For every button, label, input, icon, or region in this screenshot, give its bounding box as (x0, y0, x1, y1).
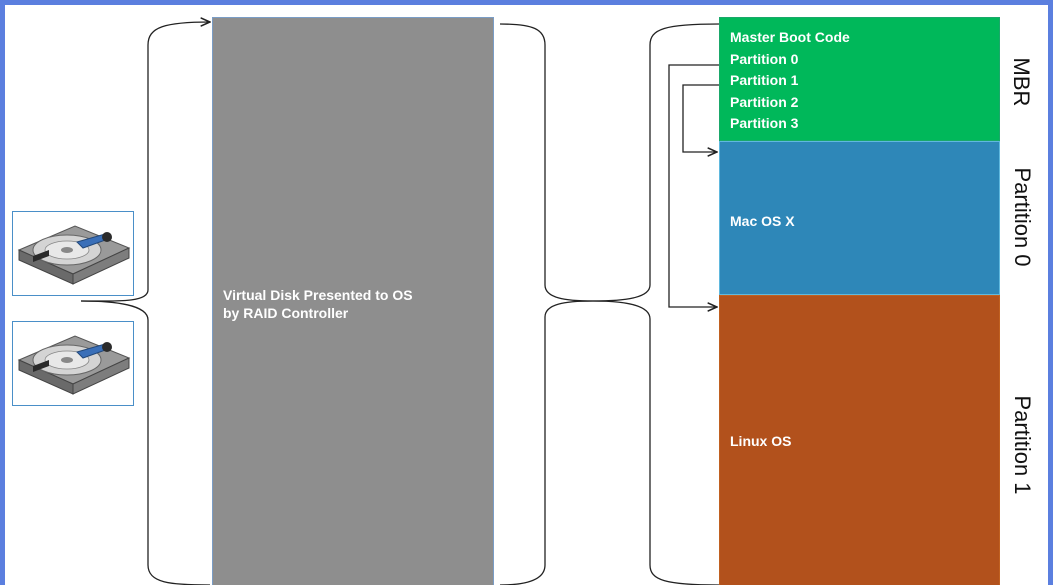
virtual-disk: Virtual Disk Presented to OS by RAID Con… (212, 17, 494, 585)
left-brace-lower (80, 300, 211, 585)
vdisk-brace-top (499, 23, 594, 302)
mbr-entry-list: Master Boot Code Partition 0 Partition 1… (720, 18, 999, 135)
virtual-disk-label-line2: by RAID Controller (223, 305, 349, 321)
hard-drive-2 (12, 321, 134, 406)
connector-lines (80, 5, 720, 585)
mbr-entry-master-boot-code: Master Boot Code (730, 29, 850, 45)
mbr-entry-partition-1: Partition 1 (730, 72, 799, 88)
mbr-side-label: MBR (1009, 57, 1034, 107)
partition-1-side-label: Partition 1 (1010, 395, 1035, 495)
hard-drive-icon (17, 335, 131, 395)
vdisk-brace-bottom (499, 300, 594, 585)
pointer-partition0 (668, 64, 719, 307)
virtual-disk-label-line1: Virtual Disk Presented to OS (223, 287, 413, 303)
left-brace (80, 22, 210, 302)
pointer-partition1 (682, 84, 719, 152)
mbr-entry-partition-2: Partition 2 (730, 93, 799, 110)
hard-drive-icon (17, 225, 131, 285)
layout-brace-bottom (592, 300, 720, 585)
mbr-entry-partition-0: Partition 0 (730, 50, 799, 67)
partition-1-block: Linux OS (719, 295, 1000, 585)
hard-drive-1 (12, 211, 134, 296)
partition-1-os-label: Linux OS (730, 433, 792, 449)
partition-0-side-label: Partition 0 (1010, 167, 1035, 267)
virtual-disk-label: Virtual Disk Presented to OS by RAID Con… (223, 286, 413, 322)
mbr-entry-partition-3: Partition 3 (730, 115, 799, 131)
partition-0-os-label: Mac OS X (730, 213, 795, 229)
mbr-block: Master Boot Code Partition 0 Partition 1… (719, 17, 1000, 141)
partition-0-block: Mac OS X (719, 141, 1000, 295)
layout-brace-top (592, 23, 720, 302)
